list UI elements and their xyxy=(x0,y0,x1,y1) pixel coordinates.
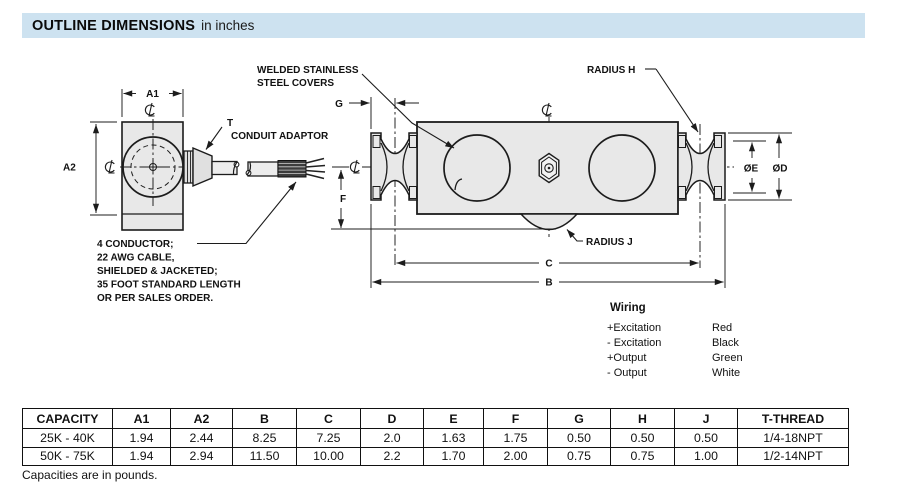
table-cell: 1.94 xyxy=(112,446,171,466)
header-cell: C xyxy=(296,408,361,429)
dim-a2-label: A2 xyxy=(63,163,76,174)
header-cell: F xyxy=(483,408,548,429)
centerline-symbol xyxy=(349,159,361,174)
section-title: OUTLINE DIMENSIONS xyxy=(32,17,196,34)
header-cell: G xyxy=(547,408,611,429)
table-cell: 1/2-14NPT xyxy=(737,446,849,466)
hex-nut xyxy=(538,152,560,184)
radius-h-label: RADIUS H xyxy=(587,65,635,76)
centerline-symbol xyxy=(104,159,116,174)
radius-h-leader xyxy=(645,68,699,133)
table-cell: 0.75 xyxy=(547,446,611,466)
header-cell: A2 xyxy=(170,408,233,429)
table-cell: 1/4-18NPT xyxy=(737,428,849,448)
table-cell: 25K - 40K xyxy=(22,428,113,448)
header-cell: D xyxy=(360,408,424,429)
header-cell: B xyxy=(232,408,297,429)
dim-b-label: B xyxy=(545,278,552,289)
section-subtitle: in inches xyxy=(201,18,255,33)
dim-e-d xyxy=(728,132,792,201)
welded-covers-leader xyxy=(361,73,455,149)
dim-b xyxy=(370,204,726,288)
dim-g xyxy=(349,97,419,129)
wiring-color: Red xyxy=(712,322,732,334)
header-cell: CAPACITY xyxy=(22,408,113,429)
table-cell: 2.2 xyxy=(360,446,424,466)
table-cell: 8.25 xyxy=(232,428,297,448)
header-cell: E xyxy=(423,408,484,429)
dim-a2 xyxy=(90,121,117,216)
header-cell: T-THREAD xyxy=(737,408,849,429)
table-cell: 0.50 xyxy=(547,428,611,448)
wires xyxy=(305,157,326,180)
centerline-symbol xyxy=(144,102,156,117)
dim-a1-label: A1 xyxy=(146,89,159,100)
welded-covers-label-1: WELDED STAINLESS xyxy=(257,65,359,76)
table-cell: 1.63 xyxy=(423,428,484,448)
end-view xyxy=(120,119,197,231)
weld-tick xyxy=(454,178,463,191)
dim-c-label: C xyxy=(545,259,552,270)
wiring-signal: - Excitation xyxy=(607,337,661,349)
table-cell: 10.00 xyxy=(296,446,361,466)
table-cell: 2.00 xyxy=(483,446,548,466)
wiring-legend: Wiring +Excitation Red - Excitation Blac… xyxy=(607,302,743,379)
header-cell: H xyxy=(610,408,675,429)
dim-a1 xyxy=(121,89,184,117)
wiring-signal: +Excitation xyxy=(607,322,661,334)
cable xyxy=(245,157,326,180)
cable-note: 4 CONDUCTOR; 22 AWG CABLE, SHIELDED & JA… xyxy=(97,239,241,304)
table-cell: 1.75 xyxy=(483,428,548,448)
svg-text:22 AWG CABLE,: 22 AWG CABLE, xyxy=(97,253,175,264)
wiring-color: Green xyxy=(712,352,743,364)
table-cell: 2.44 xyxy=(170,428,233,448)
capacities-footnote: Capacities are in pounds. xyxy=(22,468,158,482)
table-cell: 11.50 xyxy=(232,446,297,466)
svg-text:OR PER SALES ORDER.: OR PER SALES ORDER. xyxy=(97,293,213,304)
dim-g-label: G xyxy=(335,99,343,110)
section-header: OUTLINE DIMENSIONS in inches xyxy=(22,13,865,38)
table-cell: 2.0 xyxy=(360,428,424,448)
side-view xyxy=(362,98,734,268)
svg-text:SHIELDED & JACKETED;: SHIELDED & JACKETED; xyxy=(97,266,218,277)
table-cell: 0.50 xyxy=(674,428,738,448)
cable-note-leader xyxy=(197,181,297,245)
radius-j-label: RADIUS J xyxy=(586,237,633,248)
wiring-signal: - Output xyxy=(607,367,647,379)
table-cell: 0.50 xyxy=(610,428,675,448)
svg-text:4 CONDUCTOR;: 4 CONDUCTOR; xyxy=(97,239,173,250)
table-cell: 1.70 xyxy=(423,446,484,466)
dim-e-label: ØE xyxy=(744,164,759,175)
welded-covers-label-2: STEEL COVERS xyxy=(257,78,334,89)
table-cell: 50K - 75K xyxy=(22,446,113,466)
wiring-signal: +Output xyxy=(607,352,646,364)
outline-drawing: A1 A2 xyxy=(63,65,792,379)
wiring-color: White xyxy=(712,367,740,379)
radius-j-leader xyxy=(566,229,583,242)
conduit-adaptor-label: CONDUIT ADAPTOR xyxy=(231,131,329,142)
header-cell: J xyxy=(674,408,738,429)
dim-f xyxy=(331,166,556,230)
dim-f-label: F xyxy=(340,194,346,205)
t-leader-line xyxy=(205,126,223,150)
table-cell: 7.25 xyxy=(296,428,361,448)
table-cell: 0.75 xyxy=(610,446,675,466)
wiring-color: Black xyxy=(712,337,739,349)
t-label: T xyxy=(227,118,233,129)
svg-text:35 FOOT STANDARD LENGTH: 35 FOOT STANDARD LENGTH xyxy=(97,280,241,291)
dim-d-label: ØD xyxy=(773,164,788,175)
conduit-adaptor xyxy=(183,146,240,188)
table-cell: 1.00 xyxy=(674,446,738,466)
table-cell: 2.94 xyxy=(170,446,233,466)
wiring-title: Wiring xyxy=(610,302,646,314)
centerline-symbol xyxy=(541,102,553,117)
table-cell: 1.94 xyxy=(112,428,171,448)
header-cell: A1 xyxy=(112,408,171,429)
